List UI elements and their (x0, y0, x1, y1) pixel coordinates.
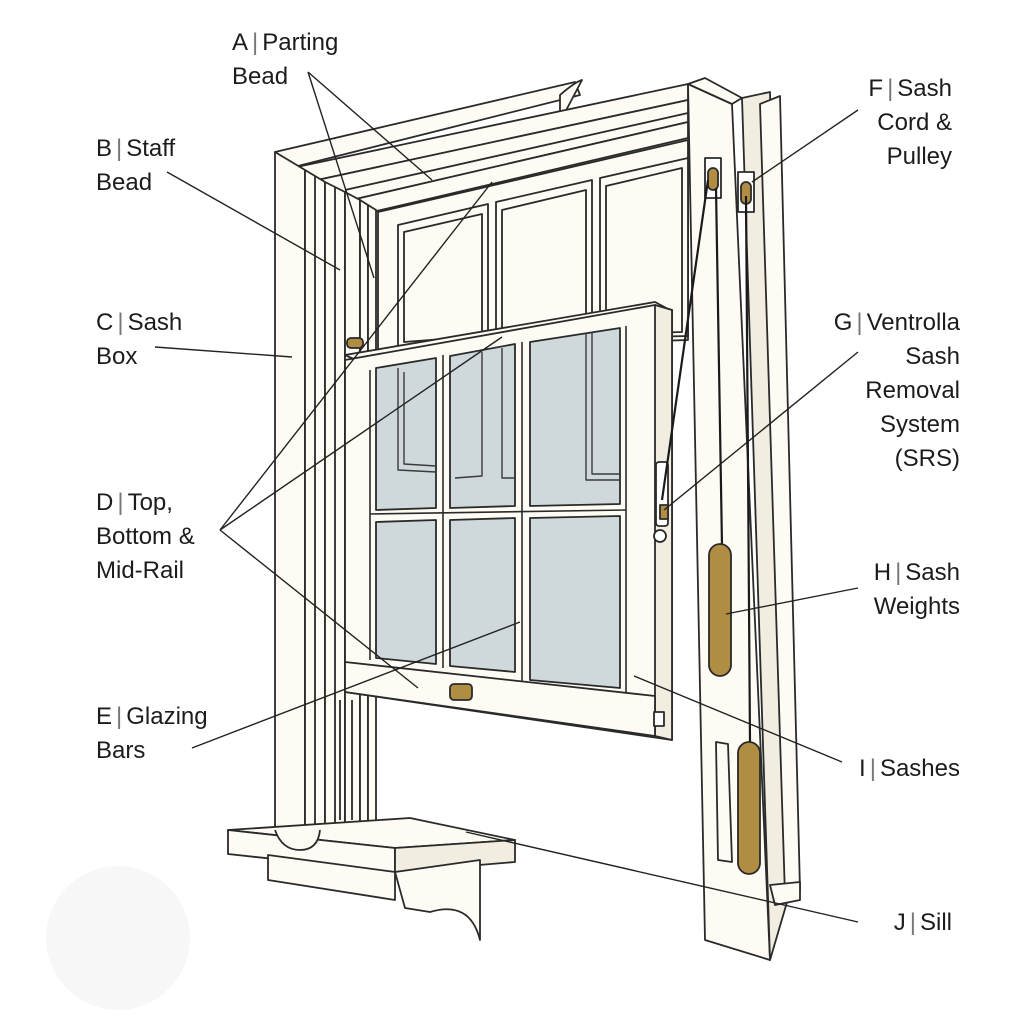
label-text: Sash (905, 559, 960, 586)
label-text: Parting (262, 29, 339, 56)
leader-i (633, 675, 843, 763)
label-text: Top, (127, 489, 173, 516)
sash-lift (449, 683, 473, 701)
label-text: Bead (232, 63, 289, 90)
leader-f (751, 109, 859, 183)
leader-d3 (219, 529, 419, 689)
sash-box-left (274, 151, 306, 841)
label-text: Weights (873, 593, 960, 620)
label-letter: I (859, 755, 866, 782)
label-text: Mid-Rail (96, 557, 185, 584)
sash-weight-1 (708, 543, 732, 677)
leader-b (166, 171, 341, 271)
bottom-rail (344, 661, 656, 737)
leader-h (725, 587, 859, 615)
leader-d2 (219, 336, 503, 531)
label-glazing-bars: E|Glazing Bars (96, 700, 208, 768)
label-sash-box: C|Sash Box (96, 306, 182, 374)
label-sash-cord-pulley: F|Sash Cord & Pulley (868, 72, 952, 174)
label-letter: F (868, 75, 884, 102)
label-letter: D (96, 489, 114, 516)
watermark-circle (46, 866, 190, 1010)
label-letter: H (873, 559, 892, 586)
label-letter: E (96, 703, 113, 730)
label-text: Bead (96, 169, 153, 196)
label-sill: J|Sill (893, 909, 952, 936)
label-text: Sash (127, 309, 183, 336)
label-sashes: I|Sashes (859, 755, 960, 782)
label-text: Sash (905, 343, 960, 370)
label-parting-bead: A|Parting Bead (232, 26, 338, 94)
label-text: System (879, 411, 960, 438)
leader-j (465, 831, 859, 923)
label-letter: A (232, 29, 249, 56)
label-letter: C (96, 309, 114, 336)
leader-c (154, 346, 293, 358)
label-sash-weights: H|Sash Weights (874, 556, 960, 624)
sill-bracket (394, 859, 481, 941)
sash-catch (346, 337, 364, 349)
label-text: Cord & (877, 109, 952, 136)
label-text: Bottom & (96, 523, 195, 550)
label-letter: J (893, 909, 906, 936)
label-text: Sill (919, 909, 952, 936)
leader-g (663, 351, 859, 511)
label-staff-bead: B|Staff Bead (96, 132, 175, 200)
label-text: Removal (865, 377, 960, 404)
leader-a1 (307, 71, 375, 279)
window-frame (227, 77, 801, 961)
label-letter: G (833, 309, 853, 336)
label-rails: D|Top, Bottom & Mid-Rail (96, 486, 195, 588)
sash-weight-2 (737, 741, 761, 875)
label-text: Pulley (886, 143, 952, 170)
label-srs: G|Ventrolla Sash Removal System (SRS) (834, 306, 960, 476)
label-text: (SRS) (894, 445, 960, 472)
label-text: Ventrolla (866, 309, 960, 336)
glazing-panes (375, 327, 621, 689)
label-letter: B (96, 135, 113, 162)
leader-d1 (219, 181, 493, 531)
label-text: Staff (126, 135, 176, 162)
label-text: Sash (897, 75, 952, 102)
label-text: Box (96, 343, 138, 370)
label-text: Glazing (126, 703, 208, 730)
leader-e (191, 621, 521, 749)
label-text: Bars (96, 737, 146, 764)
leader-lines (154, 71, 859, 923)
label-text: Sashes (879, 755, 960, 782)
leader-a2 (307, 71, 433, 181)
